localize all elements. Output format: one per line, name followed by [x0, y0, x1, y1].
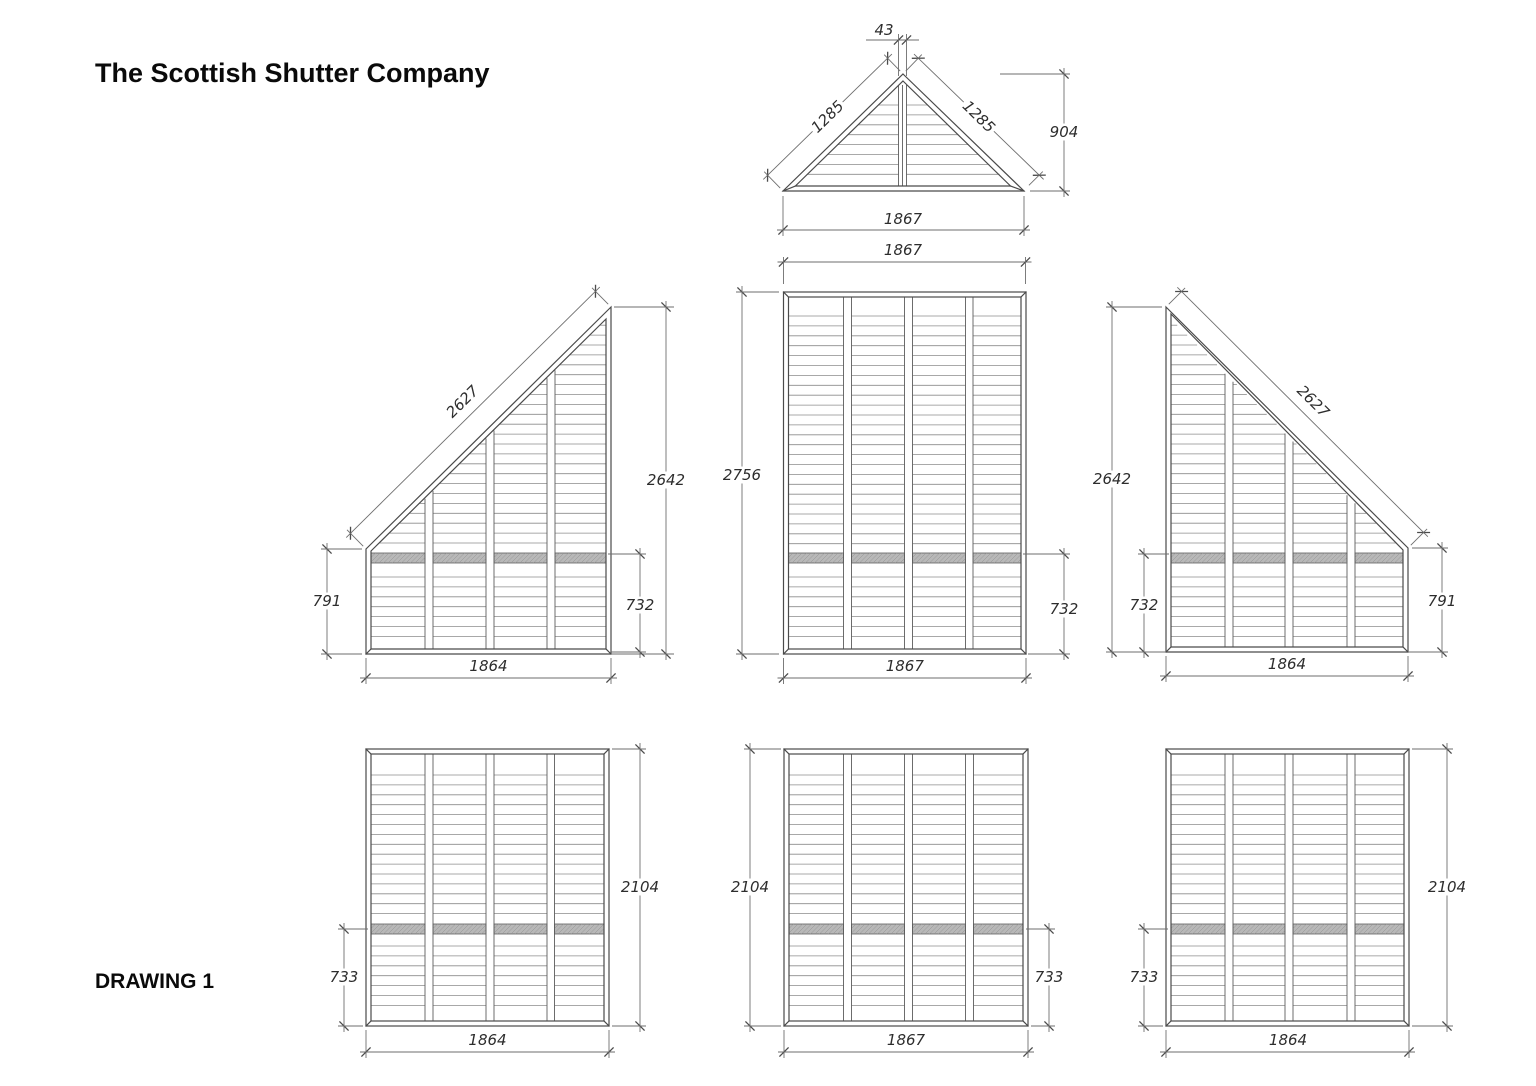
- dim-height-tall: 2642: [1093, 470, 1131, 488]
- dim-height: 2756: [723, 466, 761, 484]
- bottom-right-shutter-drawing: 2104 733 1864: [1128, 743, 1467, 1058]
- dim-midrail: 733: [330, 968, 359, 986]
- dim-width: 1864: [468, 1031, 506, 1049]
- dim-height-short: 791: [1428, 592, 1457, 610]
- dim-height-short: 791: [313, 592, 342, 610]
- dim-gable-rod-width: 43: [874, 21, 893, 39]
- mid-left-raked-shutter-drawing: 2627 2642 791 732 1864: [311, 284, 686, 684]
- dim-midrail: 732: [1128, 596, 1160, 614]
- dim-width: 1864: [1268, 655, 1306, 673]
- dim-width: 1864: [469, 657, 507, 675]
- dim-width: 1867: [887, 1031, 926, 1049]
- company-title: The Scottish Shutter Company: [95, 58, 490, 88]
- dim-midrail: 733: [1033, 968, 1065, 986]
- bottom-left-shutter-drawing: 2104 733 1864: [328, 743, 660, 1058]
- dim-midrail: 733: [1128, 968, 1160, 986]
- dim-gable-width: 1867: [884, 210, 923, 228]
- dim-width-top: 1867: [884, 241, 923, 259]
- dim-height: 2104: [730, 878, 770, 896]
- dim-gable-width: 1867: [884, 210, 923, 228]
- dim-gable-height: 904: [1048, 123, 1080, 141]
- dim-width: 1864: [469, 657, 507, 675]
- dim-width: 1867: [886, 657, 925, 675]
- dim-width: 1864: [1269, 1031, 1307, 1049]
- dim-gable-height: 904: [1050, 123, 1079, 141]
- dim-height-tall: 2642: [646, 471, 686, 489]
- mid-right-raked-shutter-drawing: 2627 2642 732 791 1864: [1092, 286, 1458, 682]
- dim-gable-rod-width: 43: [874, 21, 893, 39]
- dim-height: 2104: [621, 878, 659, 896]
- dim-height-short: 791: [1426, 592, 1458, 610]
- dim-midrail: 732: [626, 596, 655, 614]
- dim-height: 2756: [722, 466, 762, 484]
- dim-gable-slope-right: 1285: [957, 95, 1000, 138]
- dim-width: 1864: [1268, 655, 1306, 673]
- dim-width: 1867: [886, 657, 925, 675]
- dim-height: 2104: [1428, 878, 1466, 896]
- bottom-center-shutter-drawing: 2104 733 1867: [730, 743, 1065, 1058]
- dim-width: 1864: [1269, 1031, 1307, 1049]
- dim-slope: 2627: [1293, 382, 1333, 422]
- dim-slope: 2627: [443, 381, 483, 421]
- dim-gable-slope-left: 1285: [806, 95, 849, 138]
- dim-slope: 2627: [443, 381, 483, 421]
- dim-height-tall: 2642: [1092, 470, 1132, 488]
- dim-width-top: 1867: [884, 241, 923, 259]
- dim-width: 1864: [468, 1031, 506, 1049]
- dim-height-short: 791: [311, 592, 343, 610]
- dim-midrail: 732: [1130, 596, 1159, 614]
- dim-width: 1867: [887, 1031, 926, 1049]
- dim-midrail: 732: [624, 596, 656, 614]
- dim-height: 2104: [620, 878, 660, 896]
- dim-midrail: 733: [1035, 968, 1064, 986]
- gable-shutter-drawing: 43 1285 1285 904 1867: [762, 21, 1080, 236]
- dim-height: 2104: [731, 878, 769, 896]
- dim-midrail: 733: [328, 968, 360, 986]
- dim-midrail: 733: [1130, 968, 1159, 986]
- dim-midrail: 732: [1048, 600, 1080, 618]
- dim-midrail: 732: [1050, 600, 1079, 618]
- mid-center-shutter-drawing: 1867 2756 732 1867: [722, 241, 1080, 684]
- dim-slope: 2627: [1293, 382, 1333, 422]
- dim-height-tall: 2642: [647, 471, 685, 489]
- drawing-number-label: DRAWING 1: [95, 970, 215, 993]
- dim-height: 2104: [1427, 878, 1467, 896]
